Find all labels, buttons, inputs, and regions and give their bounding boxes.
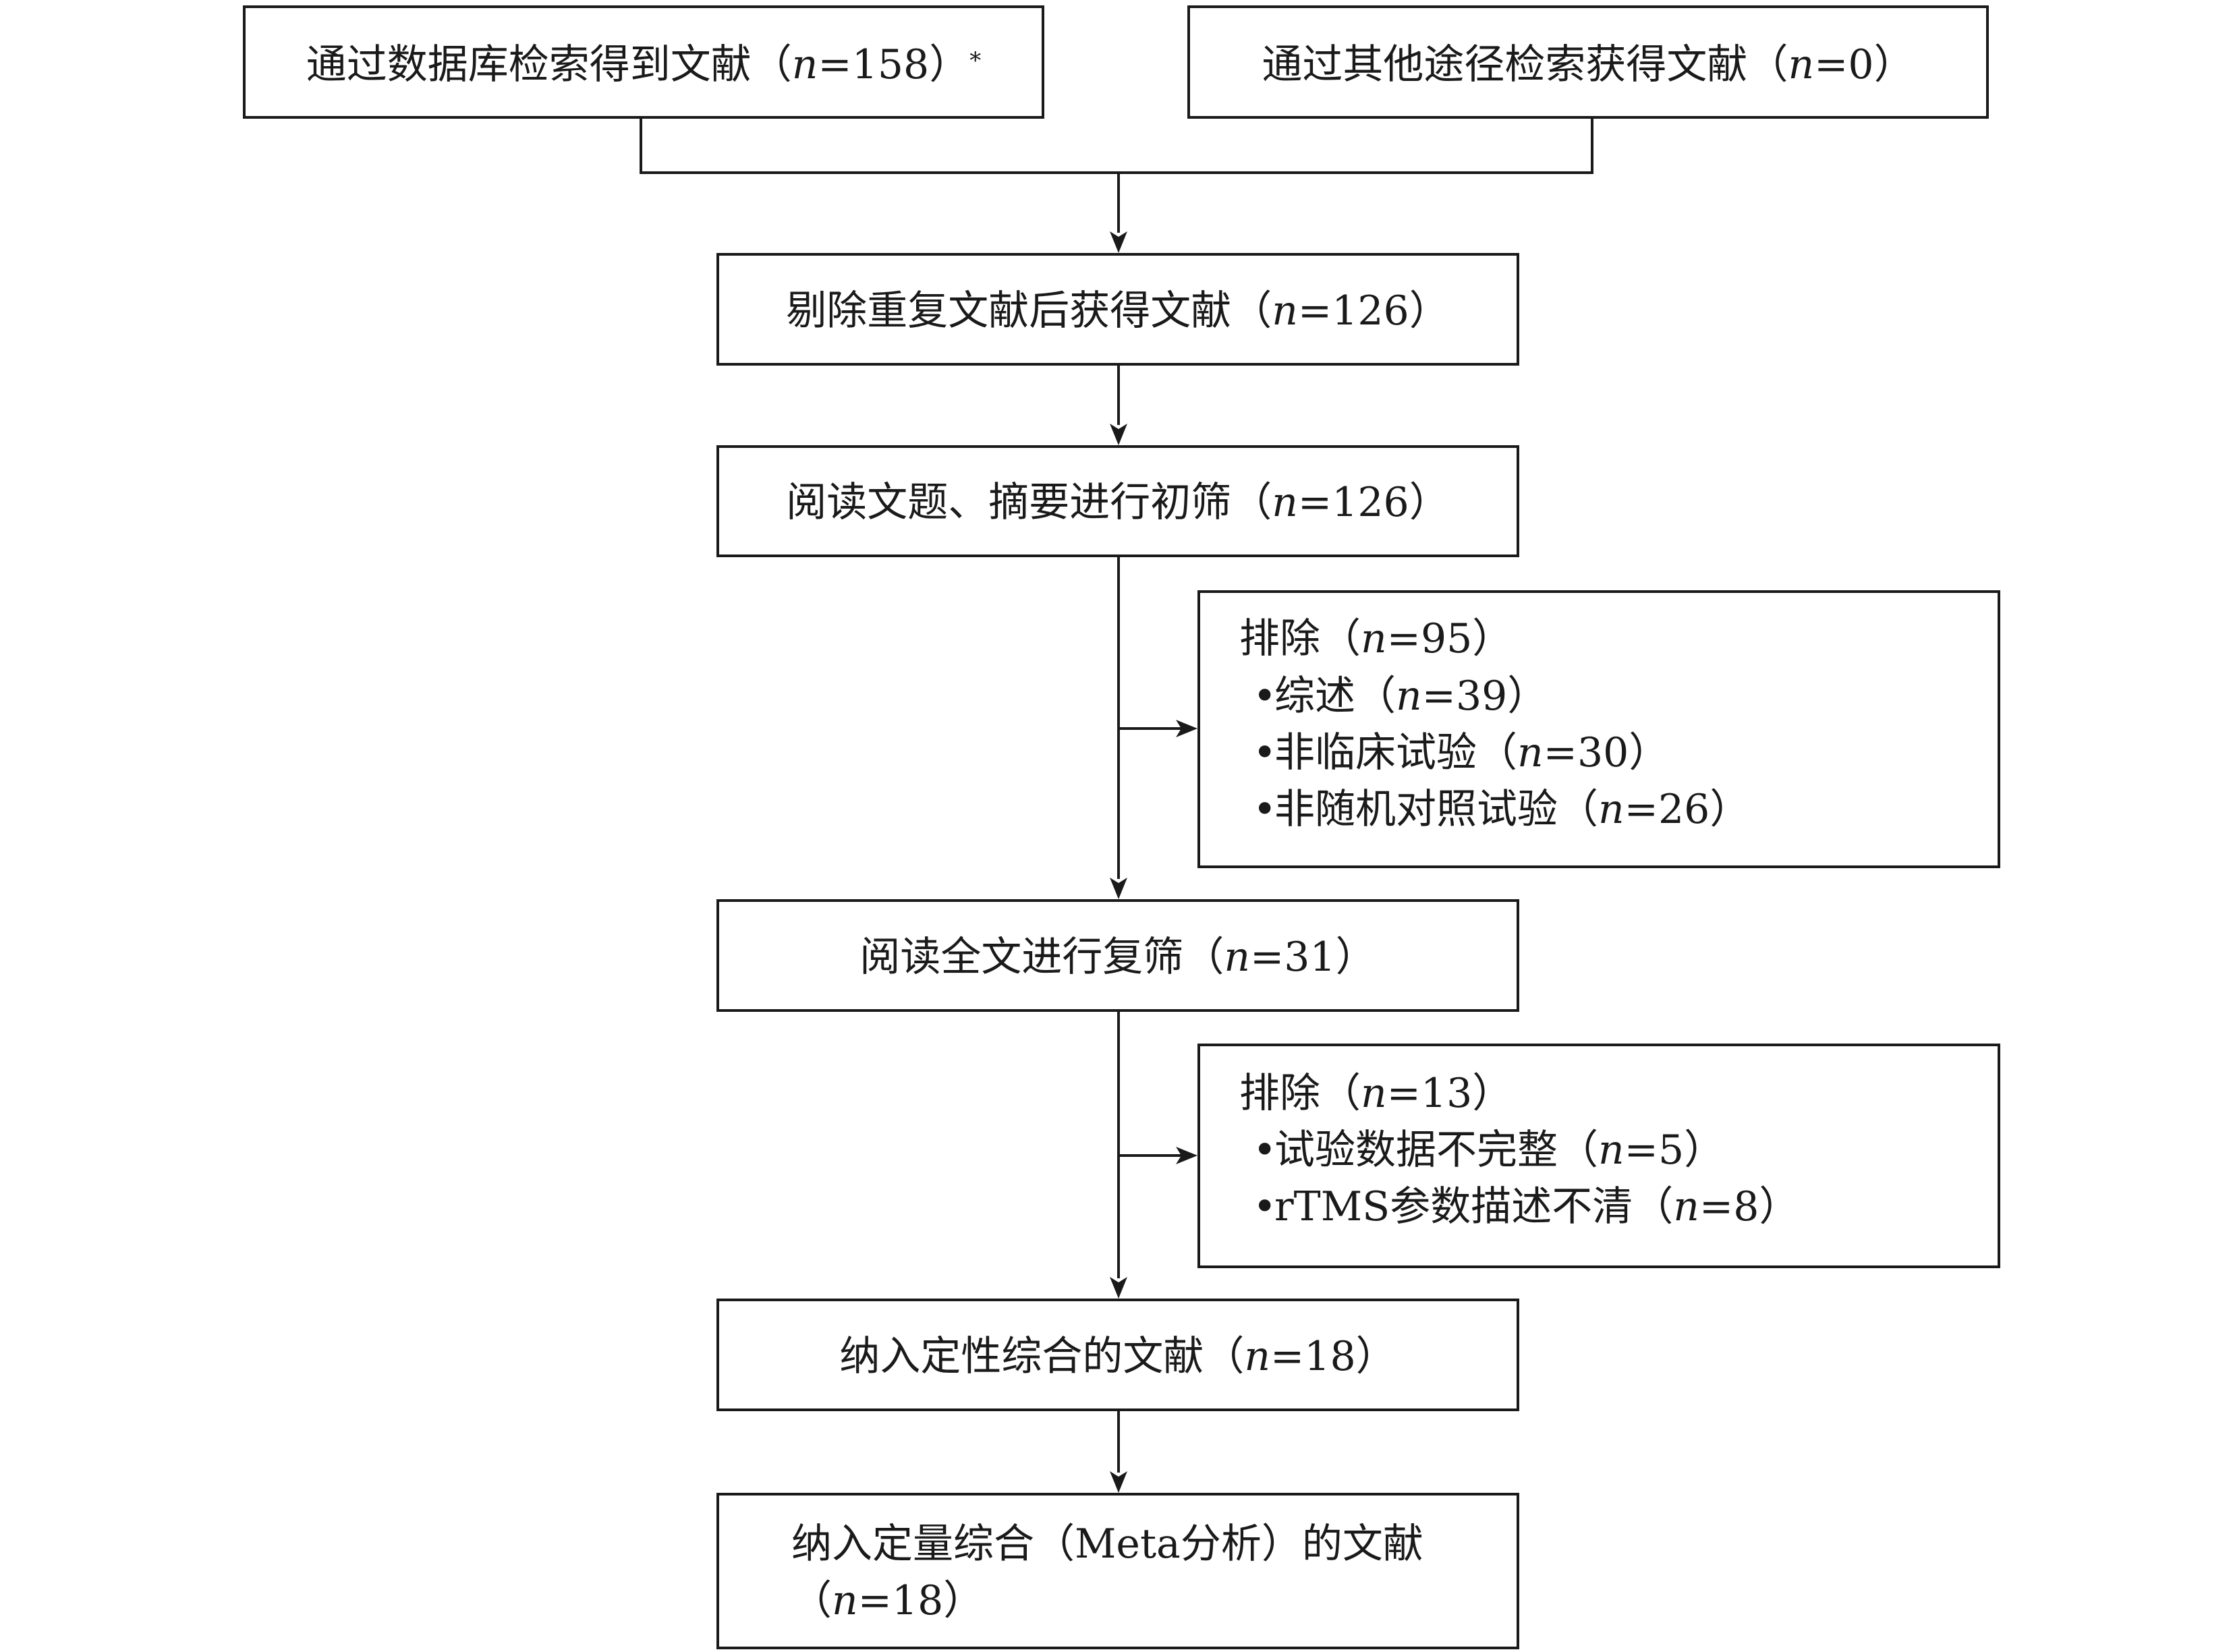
bullet: • [1253, 1127, 1277, 1174]
exclusion-1-item: •非临床试验（n=30） [1253, 729, 1670, 776]
deduplicated-label: 剔除重复文献后获得文献（n=126） [786, 287, 1450, 335]
initial-screening-label: 阅读文题、摘要进行初筛（n=126） [786, 479, 1450, 526]
full-text-screening-label: 阅读全文进行复筛（n=31） [859, 934, 1376, 981]
database-search-label: 通过数据库检索得到文献（n=158）* [306, 41, 982, 88]
arrowhead-initial [1110, 424, 1127, 445]
exclusion-2-title: 排除（n=13） [1239, 1070, 1513, 1117]
quantitative-synthesis-label-line2: （n=18） [791, 1577, 984, 1624]
quantitative-synthesis-label-line1: 纳入定量综合（Meta分析）的文献 [791, 1520, 1423, 1568]
full-text-screening-box: 阅读全文进行复筛（n=31） [716, 899, 1519, 1012]
exclusion-1-item: •综述（n=39） [1253, 673, 1548, 720]
arrowhead-qualitative [1110, 1277, 1127, 1299]
qualitative-synthesis-box: 纳入定性综合的文献（n=18） [716, 1299, 1519, 1411]
exclusion-box-1: 排除（n=95） •综述（n=39） •非临床试验（n=30） •非随机对照试验… [1197, 590, 2000, 868]
initial-screening-box: 阅读文题、摘要进行初筛（n=126） [716, 445, 1519, 557]
arrowhead-exclude-2 [1176, 1147, 1197, 1164]
other-sources-box: 通过其他途径检索获得文献（n=0） [1187, 5, 1989, 119]
database-search-box: 通过数据库检索得到文献（n=158）* [243, 5, 1044, 119]
exclusion-2-item: •rTMS参数描述不清（n=8） [1253, 1183, 1800, 1230]
arrowhead-exclude-1 [1176, 720, 1197, 737]
bullet: • [1253, 786, 1277, 833]
deduplicated-box: 剔除重复文献后获得文献（n=126） [716, 253, 1519, 366]
exclusion-box-2: 排除（n=13） •试验数据不完整（n=5） •rTMS参数描述不清（n=8） [1197, 1044, 2000, 1268]
other-sources-label: 通过其他途径检索获得文献（n=0） [1262, 41, 1915, 88]
arrowhead-full [1110, 878, 1127, 899]
exclusion-1-item: •非随机对照试验（n=26） [1253, 786, 1751, 833]
footnote-mark: * [969, 47, 982, 74]
arrowhead-dedup [1110, 231, 1127, 253]
qualitative-synthesis-label: 纳入定性综合的文献（n=18） [839, 1333, 1396, 1380]
bullet: • [1253, 1183, 1277, 1230]
exclusion-1-title: 排除（n=95） [1239, 615, 1513, 662]
arrowhead-quantitative [1110, 1471, 1127, 1493]
exclusion-2-item: •试验数据不完整（n=5） [1253, 1127, 1725, 1174]
bullet: • [1253, 673, 1277, 720]
bullet: • [1253, 729, 1277, 776]
quantitative-synthesis-box: 纳入定量综合（Meta分析）的文献 （n=18） [716, 1493, 1519, 1649]
